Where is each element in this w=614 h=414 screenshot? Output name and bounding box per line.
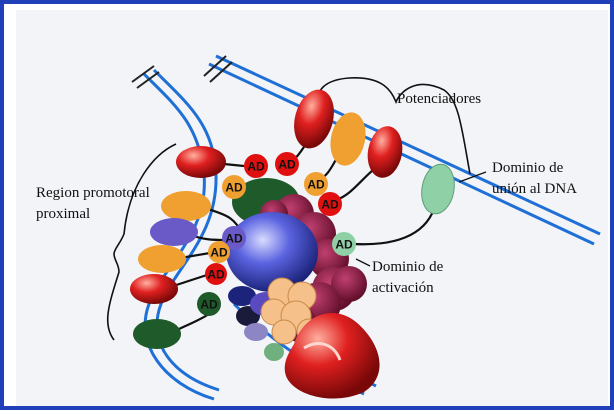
dna-binding-domain xyxy=(418,162,458,217)
dna-break-marks xyxy=(132,56,232,88)
dna-binding-label-line2: unión al DNA xyxy=(492,180,577,199)
svg-text:AD: AD xyxy=(247,160,265,174)
svg-text:AD: AD xyxy=(335,238,353,252)
enhancers-label: Potenciadores xyxy=(397,90,481,109)
tfiid-complex xyxy=(226,212,318,292)
svg-text:AD: AD xyxy=(307,178,325,192)
ad-tag: AD xyxy=(222,175,246,199)
dna-binding-label-line1: Dominio de xyxy=(492,159,563,178)
svg-text:AD: AD xyxy=(200,298,218,312)
promoter-activator-purple xyxy=(150,218,198,246)
ad-tag: AD xyxy=(244,154,268,178)
svg-text:AD: AD xyxy=(321,198,339,212)
svg-text:AD: AD xyxy=(278,158,296,172)
promoter-label-line1: Region promotoral xyxy=(36,184,150,203)
ad-tag: AD xyxy=(197,292,221,316)
promoter-activator-orange-1 xyxy=(161,191,211,221)
ad-tag: AD xyxy=(275,152,299,176)
svg-text:AD: AD xyxy=(207,268,225,282)
promoter-activator-red-bottom xyxy=(130,274,178,304)
svg-text:AD: AD xyxy=(225,232,243,246)
promoter-activator-red-top xyxy=(176,146,226,178)
transcription-diagram: AD AD AD AD AD AD AD AD AD AD xyxy=(4,4,614,414)
activation-label-line1: Dominio de xyxy=(372,258,443,277)
ad-tag: AD xyxy=(208,241,230,263)
ad-tag: AD xyxy=(318,192,342,216)
promoter-activator-orange-2 xyxy=(138,245,186,273)
activation-leader xyxy=(356,259,370,266)
svg-text:AD: AD xyxy=(225,181,243,195)
ad-tag: AD xyxy=(205,263,227,285)
promoter-activator-green xyxy=(133,319,181,349)
activation-label-line2: activación xyxy=(372,279,434,298)
ad-tag: AD xyxy=(332,232,356,256)
svg-text:AD: AD xyxy=(210,246,228,260)
promoter-label-line2: proximal xyxy=(36,205,90,224)
ad-tag: AD xyxy=(304,172,328,196)
